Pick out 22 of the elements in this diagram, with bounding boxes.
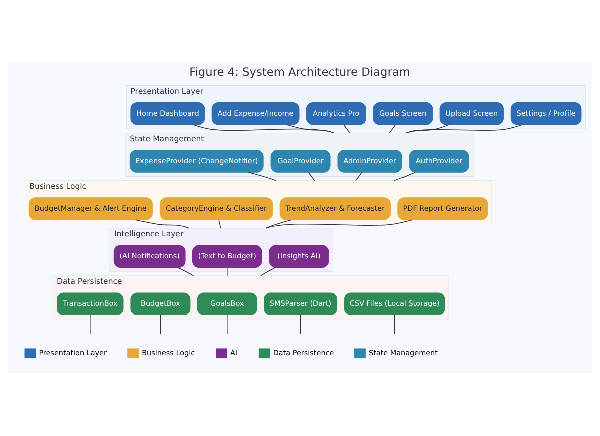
connector [193,124,335,134]
connector [177,267,194,276]
connector [308,172,316,182]
connector [160,315,162,335]
connector [266,220,413,229]
connector [344,124,350,134]
connector [287,124,335,134]
connector [218,220,222,229]
connector [389,124,396,134]
connector [266,220,292,229]
connector [90,315,91,335]
connector [226,268,228,276]
connector [226,315,228,335]
connector [300,315,302,335]
connector [406,124,522,134]
connector [260,267,276,276]
connector [248,172,277,182]
diagram-title: Figure 4: System Architecture Diagram [190,65,410,80]
connector [135,220,190,229]
connector [394,172,416,182]
connector [356,172,362,182]
connector [394,315,396,335]
